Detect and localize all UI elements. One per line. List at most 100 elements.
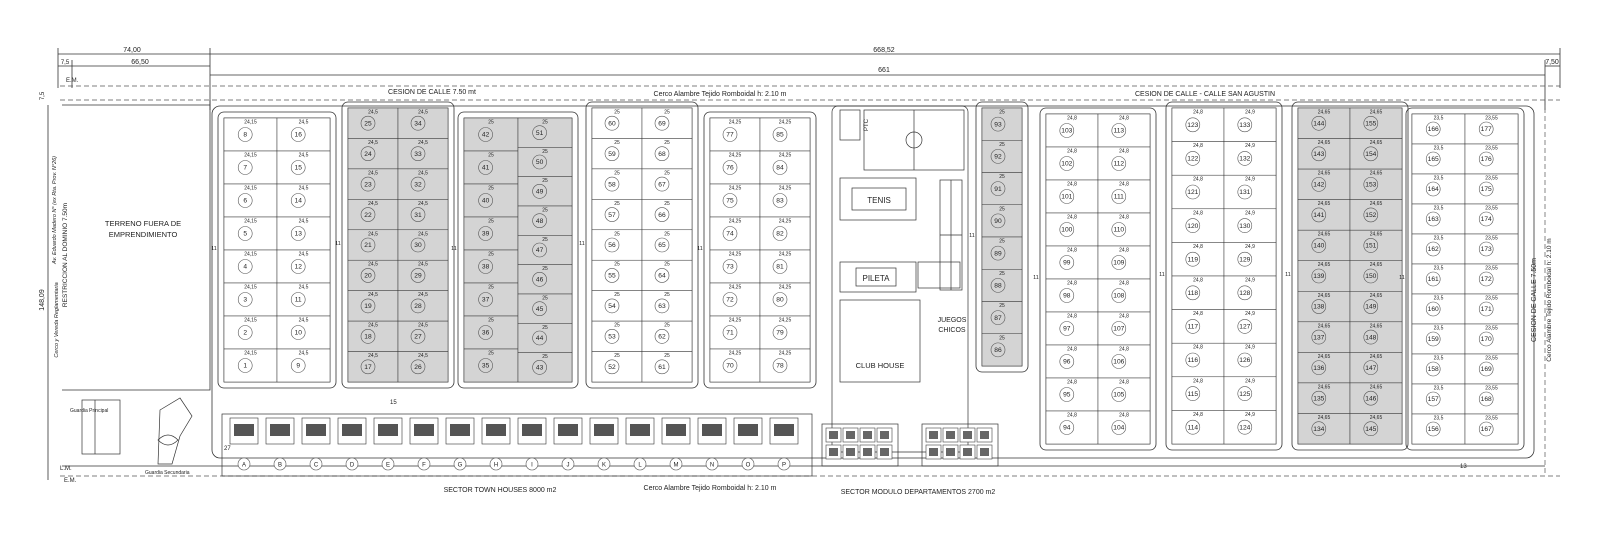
guardia-secundaria-label: Guardia Secundaria xyxy=(145,470,190,476)
lot-number-circle xyxy=(1237,419,1253,435)
pileta-label: PILETA xyxy=(863,274,891,283)
lot-dimension: 24,8 xyxy=(1119,413,1129,419)
lot-number-circle xyxy=(532,184,547,199)
lot-number-circle xyxy=(604,115,620,131)
lot-dimension: 24,8 xyxy=(1119,248,1129,254)
lot-number: 66 xyxy=(658,212,666,219)
lot-number-circle xyxy=(654,268,670,283)
lot-dimension: 25 xyxy=(488,252,494,258)
lot-number-circle xyxy=(1059,123,1075,138)
town-house-circle xyxy=(309,457,323,471)
lot-number-circle xyxy=(1311,238,1327,253)
lot-dimension: 24,65 xyxy=(1318,232,1331,238)
lot-number-circle xyxy=(237,292,253,307)
juegos-label-1: JUEGOS xyxy=(938,317,967,324)
lot-dimension: 23,55 xyxy=(1485,146,1498,152)
town-house-circle xyxy=(633,457,647,471)
lot-number-circle xyxy=(237,226,253,241)
cesion-right-label: CESION DE CALLE 7.50m xyxy=(1531,258,1538,342)
lot-number-circle xyxy=(478,325,493,340)
lot-dimension: 24,9 xyxy=(1245,311,1255,317)
lot-dimension: 24,25 xyxy=(729,252,742,258)
av-eduardo-label: Av. Eduardo Madero N° (ex Rta. Prov. N°2… xyxy=(52,156,58,265)
town-house-letter: H xyxy=(494,463,498,469)
lot-number: 77 xyxy=(726,132,734,139)
dimension-lines xyxy=(47,48,1561,480)
lot-number-circle xyxy=(1425,151,1441,167)
block-B9: 14424,6514324,6514224,6514124,6514024,65… xyxy=(1285,101,1409,451)
lot-number-circle xyxy=(772,226,788,241)
lot-dimension: 23,55 xyxy=(1485,236,1498,242)
lot-dimension: 24,9 xyxy=(1245,110,1255,116)
lot-number: 98 xyxy=(1063,293,1071,300)
lot-number: 110 xyxy=(1114,227,1125,234)
lot-number: 76 xyxy=(726,165,734,172)
lot-number: 127 xyxy=(1239,324,1250,331)
lot-number-circle xyxy=(772,193,788,208)
lot-number: 103 xyxy=(1061,128,1072,135)
lot-number: 142 xyxy=(1313,182,1324,189)
lot-number-circle xyxy=(1363,421,1379,437)
lot-number: 156 xyxy=(1428,426,1439,433)
lot-number-circle xyxy=(360,237,376,253)
lot-number: 24 xyxy=(364,151,372,158)
lot-number: 161 xyxy=(1428,276,1439,283)
lot-number-circle xyxy=(654,207,670,222)
lot-dimension: 24,65 xyxy=(1370,354,1383,360)
lot-number-circle xyxy=(1111,255,1127,270)
lot-number: 7 xyxy=(243,165,247,172)
lot xyxy=(1411,323,1466,355)
lot-number: 164 xyxy=(1428,186,1439,193)
lot-number-circle xyxy=(1185,251,1201,267)
lot-number-circle xyxy=(1185,285,1201,301)
lot-number: 157 xyxy=(1428,396,1439,403)
lot-number: 118 xyxy=(1188,290,1199,297)
lot-number-circle xyxy=(1185,319,1201,334)
lot-dimension: 23,55 xyxy=(1485,386,1498,392)
lot-number-circle xyxy=(290,160,306,175)
lot-dimension: 24,65 xyxy=(1318,323,1331,329)
cesion-top-label: CESION DE CALLE 7.50 mt xyxy=(388,89,476,96)
lot-dimension: 24,5 xyxy=(418,110,428,116)
lot-number-circle xyxy=(772,292,788,307)
lot-number: 113 xyxy=(1114,128,1125,135)
lot-number-circle xyxy=(360,115,376,131)
lot-number-circle xyxy=(604,146,620,161)
town-house-roof xyxy=(738,424,758,436)
lot-number: 177 xyxy=(1481,126,1492,133)
lot-number-circle xyxy=(1059,189,1075,204)
lot-number: 135 xyxy=(1313,395,1324,402)
lot-number-circle xyxy=(1059,288,1075,303)
lot-number: 122 xyxy=(1187,156,1198,163)
town-house-letter: D xyxy=(350,463,355,469)
lot-dimension: 25 xyxy=(542,325,548,331)
lot-number-circle xyxy=(1478,121,1494,137)
lot-number-circle xyxy=(290,259,306,274)
lot-number: 50 xyxy=(536,159,544,166)
town-house-B: B xyxy=(265,417,295,471)
lot-dimension: 23,5 xyxy=(1434,326,1444,332)
lot-number-circle xyxy=(772,127,788,142)
lot-number-circle xyxy=(1425,241,1441,257)
lot-number: 136 xyxy=(1313,365,1324,372)
block-road-outline xyxy=(703,111,817,389)
lot-dimension: 24,5 xyxy=(299,252,309,258)
lot-number: 155 xyxy=(1365,120,1376,127)
lot-number: 169 xyxy=(1481,366,1492,373)
lot-number: 138 xyxy=(1313,304,1324,311)
lot-dimension: 24,65 xyxy=(1370,293,1383,299)
lot-number-circle xyxy=(360,146,376,161)
lot-number-circle xyxy=(532,154,547,170)
lot-number: 48 xyxy=(536,218,544,225)
lot-number-circle xyxy=(1425,301,1441,317)
lot-dimension: 24,9 xyxy=(1245,143,1255,149)
lot-number-circle xyxy=(532,330,547,346)
lot-number-circle xyxy=(772,259,788,274)
lot-dimension: 25 xyxy=(488,318,494,324)
lot-number: 28 xyxy=(414,303,422,310)
lot-dimension: 24,5 xyxy=(299,219,309,225)
road-width: 11 xyxy=(697,246,703,252)
lot-number-circle xyxy=(290,127,306,142)
lot-dimension: 24,65 xyxy=(1370,232,1383,238)
lot-dimension: 24,65 xyxy=(1318,384,1331,390)
